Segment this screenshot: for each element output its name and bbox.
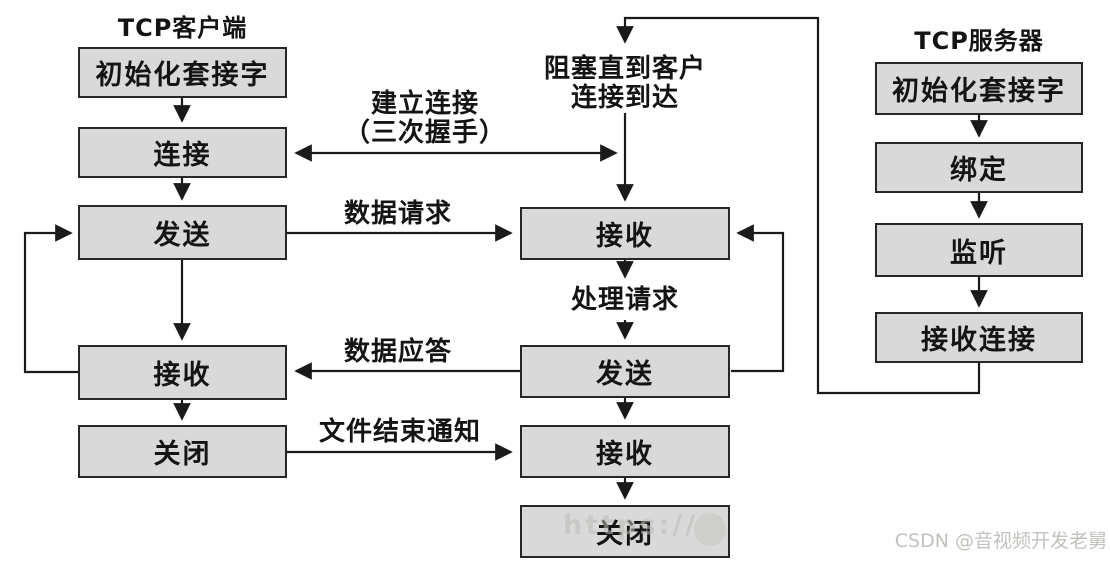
worker-box-receive-eof: 接收 (520, 425, 730, 478)
server-box-init-socket: 初始化套接字 (875, 62, 1083, 115)
worker-reply-loop-arrow (731, 224, 785, 373)
data-reply-label: 数据应答 (343, 337, 452, 367)
blocking-note: 阻塞直到客户 连接到达 (543, 54, 706, 113)
server-box-accept: 接收连接 (875, 312, 1083, 363)
url-watermark: https:// (563, 510, 698, 541)
client-box-init-socket: 初始化套接字 (78, 47, 287, 98)
eof-notice-label: 文件结束通知 (318, 417, 481, 447)
client-box-connect: 连接 (78, 127, 287, 178)
client-box-receive: 接收 (78, 345, 287, 400)
worker-box-receive-request: 接收 (520, 207, 730, 260)
client-box-send: 发送 (78, 205, 287, 260)
server-column-title: TCP服务器 (914, 27, 1044, 55)
client-box-close: 关闭 (78, 425, 287, 478)
server-box-bind: 绑定 (875, 142, 1083, 193)
server-box-listen: 监听 (875, 223, 1083, 277)
csdn-watermark: CSDN @音视频开发老舅 (894, 530, 1107, 552)
watermark-blob (694, 513, 726, 546)
process-request-label: 处理请求 (570, 285, 679, 315)
data-request-label: 数据请求 (343, 199, 452, 229)
establish-connection-label: 建立连接 （三次握手） (343, 89, 506, 148)
client-retry-loop-arrow (23, 224, 79, 374)
client-column-title: TCP客户端 (117, 14, 248, 42)
worker-box-send-reply: 发送 (520, 345, 730, 398)
